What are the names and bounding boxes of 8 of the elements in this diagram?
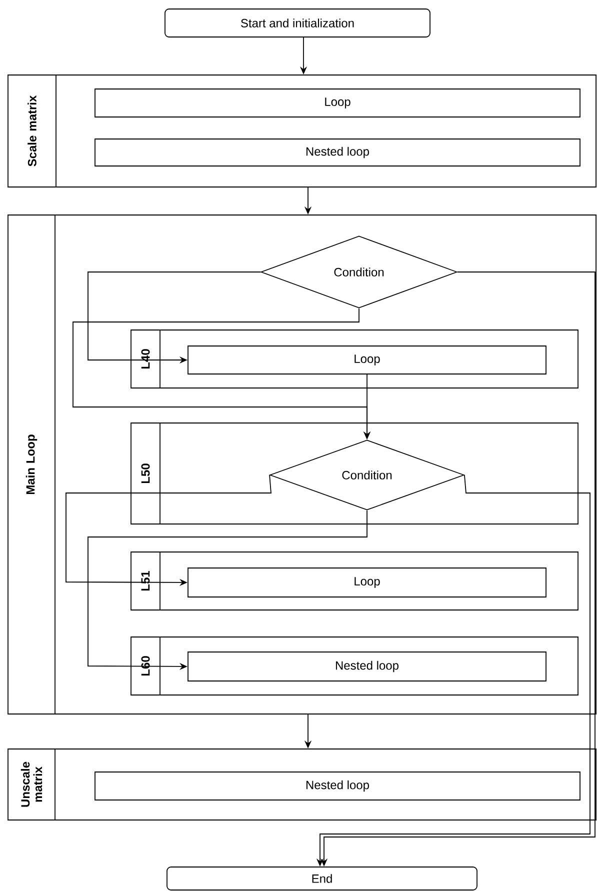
process-box: Loop [94,88,580,118]
process-box: Nested loop [94,772,580,800]
process-box: Nested loop [188,652,546,682]
terminal-box: Start and initialization [164,8,430,38]
process-box: Loop [188,568,546,598]
process-box: Loop [188,346,546,374]
process-box: Nested loop [94,138,580,166]
terminal-box: End [166,866,478,890]
